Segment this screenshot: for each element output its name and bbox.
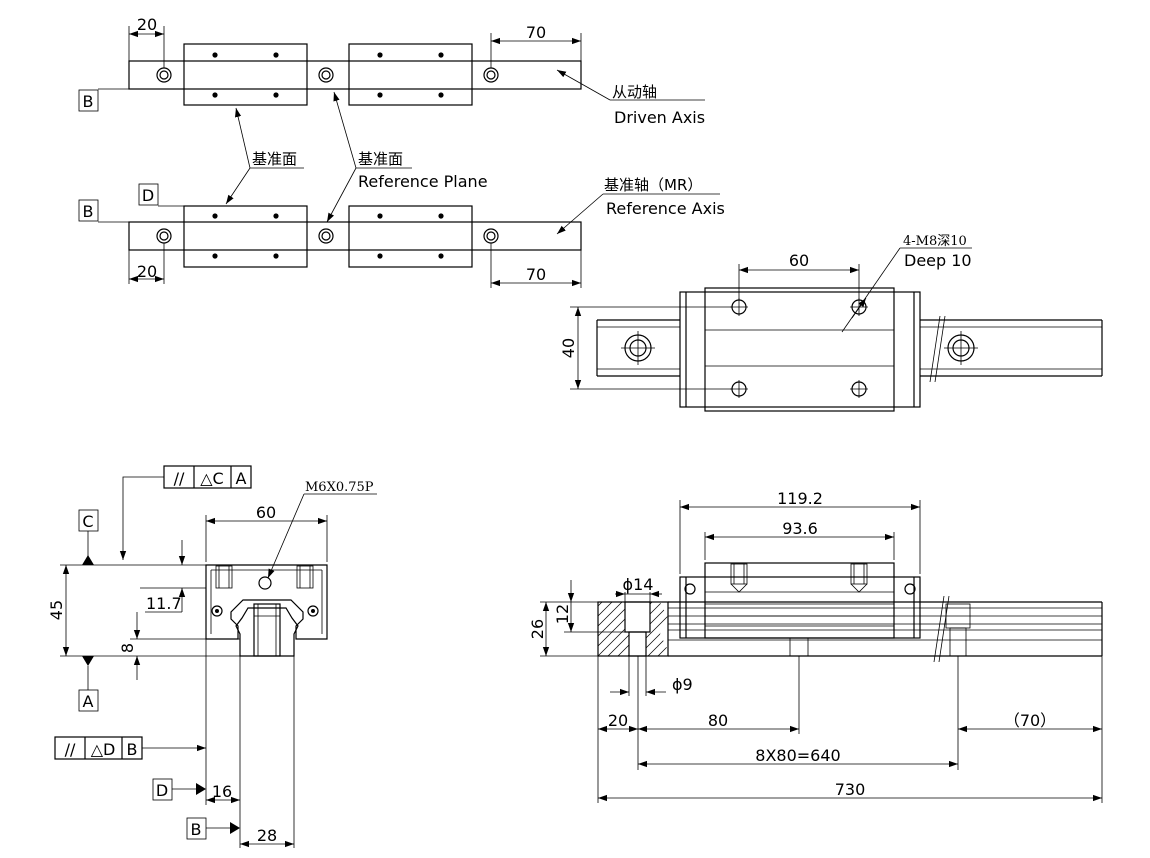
- datum-b-bottom: B: [83, 202, 94, 221]
- tol-bottom-parallel: //: [65, 740, 76, 759]
- dim-20-top: 20: [137, 15, 157, 34]
- datum-d-end-box: [152, 778, 173, 801]
- driven-axis-assembly: 20 70 B 从动轴 Driven Axis: [78, 15, 705, 127]
- datum-b-top: B: [83, 92, 94, 111]
- tol-top-parallel: //: [174, 469, 185, 488]
- dim-93-6: 93.6: [782, 519, 818, 538]
- detail-block: [679, 291, 921, 408]
- reference-plane-en: Reference Plane: [358, 172, 488, 191]
- dim-26: 26: [528, 619, 547, 639]
- dim-60-detail: 60: [789, 251, 809, 270]
- dim-20-side: 20: [608, 711, 628, 730]
- dim-d14: ϕ14: [623, 575, 654, 594]
- dim-12: 12: [553, 604, 572, 624]
- dim-40-detail: 40: [559, 338, 578, 358]
- dim-60-end: 60: [256, 503, 276, 522]
- detail-tap-holes: [730, 298, 868, 398]
- detail-top-view: 60 40 4-M8深10 Deep 10: [559, 234, 1103, 412]
- holes-note-en: Deep 10: [904, 251, 972, 270]
- dim-20-bottom: 20: [137, 262, 157, 281]
- tol-bottom-ref: △D: [91, 740, 116, 759]
- dim-80-side: 80: [708, 711, 728, 730]
- rail-hole-right: [944, 331, 978, 365]
- driven-axis-en: Driven Axis: [614, 108, 705, 127]
- rail-hole-left: [621, 331, 655, 365]
- datum-c: C: [82, 512, 93, 531]
- datum-b-top-box: [78, 89, 99, 112]
- dim-8: 8: [118, 643, 137, 653]
- driven-rail: [128, 60, 582, 90]
- tol-bottom-datum: B: [127, 740, 138, 759]
- dim-45-end: 45: [47, 600, 66, 620]
- side-view: 119.2 93.6 ϕ14 26 12 ϕ9 2: [528, 489, 1103, 803]
- reference-axis-en: Reference Axis: [606, 199, 725, 218]
- side-tap-holes: [730, 563, 868, 593]
- grease-note: M6X0.75P: [305, 480, 374, 495]
- dim-70-top: 70: [526, 23, 546, 42]
- reference-axis-assembly: B D 20 70: [78, 183, 582, 288]
- dim-16: 16: [212, 782, 232, 801]
- dim-730: 730: [835, 780, 866, 799]
- dim-119-2: 119.2: [777, 489, 823, 508]
- datum-d-top: D: [142, 186, 154, 205]
- dim-70-bottom: 70: [526, 265, 546, 284]
- reference-face-labels: 基准面 基准面 Reference Plane 基准轴（MR） Referenc…: [225, 91, 725, 235]
- reference-face-cn-2: 基准面: [358, 150, 403, 168]
- driven-block-2: [348, 43, 473, 106]
- reference-block-2: [348, 205, 473, 268]
- dim-d9: ϕ9: [672, 675, 693, 694]
- driven-axis-cn: 从动轴: [612, 83, 657, 101]
- datum-d-top-box: [138, 183, 159, 206]
- datum-a-box: [78, 689, 99, 712]
- datum-b-bottom-box: [78, 199, 99, 222]
- datum-b-end-box: [186, 817, 207, 840]
- tol-top-ref: △C: [200, 469, 223, 488]
- dim-70-side: （70）: [1004, 711, 1056, 730]
- block-profile: [205, 564, 328, 640]
- rail-profile: [235, 607, 299, 657]
- tol-top-datum: A: [236, 469, 247, 488]
- reference-rail: [128, 221, 582, 251]
- holes-note-cn: 4-M8深10: [903, 234, 967, 249]
- dim-pitch: 8X80=640: [755, 746, 840, 765]
- side-block: [679, 576, 921, 639]
- datum-c-box: [78, 509, 99, 532]
- driven-block-1: [183, 43, 308, 106]
- reference-axis-cn: 基准轴（MR）: [604, 176, 702, 194]
- grease-nipple: [258, 576, 272, 590]
- dim-28: 28: [257, 826, 277, 845]
- dim-11-7: 11.7: [146, 594, 182, 613]
- end-tap-holes: [215, 565, 314, 589]
- end-view: // △C A C A: [47, 465, 377, 848]
- datum-a: A: [83, 692, 94, 711]
- datum-b-end: B: [191, 820, 202, 839]
- datum-d-end: D: [156, 781, 168, 800]
- reference-block-1: [183, 205, 308, 268]
- reference-face-cn-1: 基准面: [252, 150, 297, 168]
